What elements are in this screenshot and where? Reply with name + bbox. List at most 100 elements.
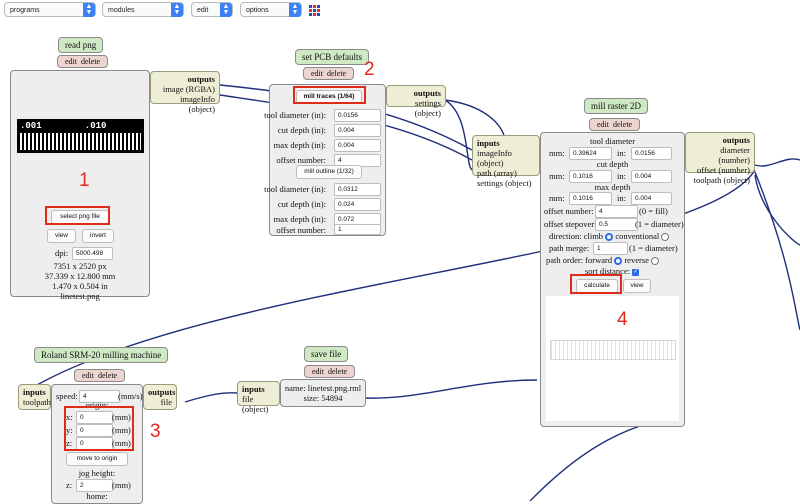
mm-label: mm: xyxy=(549,148,565,158)
pcb-defaults-panel: mill traces (1/64) tool diameter (in): 0… xyxy=(264,84,386,236)
edit-link[interactable]: edit xyxy=(312,367,324,376)
mill-raster-title[interactable]: mill raster 2D xyxy=(584,98,648,114)
output-settings[interactable]: settings (object) xyxy=(414,98,441,118)
sort-distance-checkbox[interactable]: ✓ xyxy=(632,268,640,276)
outline-max-depth-label: max depth (in): xyxy=(273,214,326,224)
outline-cut-depth-label: cut depth (in): xyxy=(277,199,326,209)
view-button[interactable]: view xyxy=(47,229,76,243)
wire-diameter-out xyxy=(754,174,800,246)
path-merge-input[interactable]: 1 xyxy=(593,242,628,255)
delete-link[interactable]: delete xyxy=(613,120,633,129)
move-to-origin-button[interactable]: move to origin xyxy=(66,452,128,466)
roland-title[interactable]: Roland SRM-20 milling machine xyxy=(34,347,169,363)
traces-max-depth-input[interactable]: 0.004 xyxy=(334,139,381,152)
outline-offset-number-input[interactable]: 1 xyxy=(334,224,381,235)
chevron-updown-icon: ▲▼ xyxy=(289,3,301,17)
tool-diameter-in-input[interactable]: 0.0156 xyxy=(631,147,672,160)
programs-select[interactable]: programs ▲▼ xyxy=(4,2,96,17)
mill-outline-button[interactable]: mill outline (1/32) xyxy=(296,165,362,179)
output-diameter[interactable]: diameter (number) xyxy=(718,145,750,165)
climb-radio[interactable] xyxy=(605,233,614,242)
origin-y-input[interactable]: 0 xyxy=(76,424,113,437)
direction-label: direction: climb xyxy=(549,231,604,241)
offset-stepover-note: (1 = diameter) xyxy=(635,219,684,229)
outputs-header: outputs xyxy=(722,135,750,145)
tool-diameter-mm-input[interactable]: 0.39624 xyxy=(569,147,612,160)
read-png-edit-delete[interactable]: edit delete xyxy=(57,55,109,68)
speed-input[interactable]: 4 xyxy=(79,390,120,403)
forward-radio[interactable] xyxy=(614,257,623,266)
wire-settings-to-raster xyxy=(444,99,473,171)
max-depth-mm-input[interactable]: 0.1016 xyxy=(569,192,612,205)
output-image[interactable]: image (RGBA) xyxy=(162,84,215,94)
read-png-title[interactable]: read png xyxy=(58,37,104,53)
traces-cut-depth-input[interactable]: 0.004 xyxy=(334,124,381,137)
jog-height-input[interactable]: 2 xyxy=(76,479,113,492)
cut-depth-mm-input[interactable]: 0.1016 xyxy=(569,170,612,183)
output-toolpath[interactable]: toolpath (object) xyxy=(693,175,750,185)
modules-select[interactable]: modules ▲▼ xyxy=(102,2,184,17)
edit-link[interactable]: edit xyxy=(597,120,609,129)
output-file[interactable]: file xyxy=(160,397,172,407)
programs-select-label: programs xyxy=(10,7,40,14)
save-file-edit-delete[interactable]: edit delete xyxy=(304,365,356,378)
input-file[interactable]: file (object) xyxy=(242,394,269,414)
mill-raster-edit-delete[interactable]: edit delete xyxy=(589,118,641,131)
grid-menu-icon[interactable] xyxy=(309,5,320,16)
options-select[interactable]: options ▲▼ xyxy=(240,2,302,17)
input-settings[interactable]: settings (object) xyxy=(477,178,532,188)
input-path[interactable]: path (array) xyxy=(477,168,517,178)
outline-cut-depth-input[interactable]: 0.024 xyxy=(334,198,381,211)
save-file-name: name: linetest.png.rml xyxy=(284,383,362,393)
origin-x-input[interactable]: 0 xyxy=(76,411,113,424)
origin-label: origin: xyxy=(85,400,109,410)
delete-link[interactable]: delete xyxy=(327,69,347,78)
roland-outputs: outputs file xyxy=(143,384,177,410)
input-toolpath[interactable]: toolpath xyxy=(23,397,51,407)
delete-link[interactable]: delete xyxy=(81,57,101,66)
png-filename: linetest.png xyxy=(60,291,100,301)
jog-height-label: jog height: xyxy=(78,468,116,478)
in-label: in: xyxy=(617,171,626,181)
edit-select[interactable]: edit ▲▼ xyxy=(191,2,233,17)
mill-raster-outputs: outputs diameter (number) offset (number… xyxy=(685,132,755,185)
png-size-in: 1.470 x 0.504 in xyxy=(52,281,108,291)
conventional-radio[interactable] xyxy=(661,233,670,242)
edit-link[interactable]: edit xyxy=(311,69,323,78)
offset-stepover-input[interactable]: 0.5 xyxy=(595,218,638,231)
cut-depth-in-input[interactable]: 0.004 xyxy=(631,170,672,183)
edit-select-label: edit xyxy=(197,7,209,14)
output-imageinfo[interactable]: imageInfo (object) xyxy=(180,94,215,114)
highlight-mill-traces xyxy=(293,86,366,104)
png-size-mm: 37.339 x 12.800 mm xyxy=(44,271,116,281)
pcb-edit-delete[interactable]: edit delete xyxy=(303,67,355,80)
traces-tool-diameter-input[interactable]: 0.0156 xyxy=(334,109,381,122)
roland-edit-delete[interactable]: edit delete xyxy=(74,369,126,382)
save-file-title[interactable]: save file xyxy=(304,346,349,362)
dpi-input[interactable]: 5000.498 xyxy=(72,247,113,260)
outline-tool-diameter-input[interactable]: 0.0312 xyxy=(334,183,381,196)
invert-button[interactable]: invert xyxy=(82,229,114,243)
mm-label: mm: xyxy=(549,193,565,203)
output-offset[interactable]: offset (number) xyxy=(697,165,750,175)
conventional-label: conventional xyxy=(615,231,660,241)
reverse-radio[interactable] xyxy=(651,257,660,266)
pcb-defaults-title[interactable]: set PCB defaults xyxy=(295,49,369,65)
outputs-header: outputs xyxy=(413,88,441,98)
delete-link[interactable]: delete xyxy=(98,371,118,380)
offset-number-input[interactable]: 4 xyxy=(595,205,638,218)
max-depth-in-input[interactable]: 0.004 xyxy=(631,192,672,205)
jog-z-label: z: xyxy=(66,480,73,490)
view-button[interactable]: view xyxy=(623,279,651,293)
cut-depth-label: cut depth xyxy=(596,159,629,169)
highlight-calculate xyxy=(570,274,622,294)
pcb-outputs: outputs settings (object) xyxy=(386,85,446,118)
mill-raster-panel: tool diameter mm: 0.39624 in: 0.0156 cut… xyxy=(540,132,685,427)
png-preview-lines xyxy=(20,133,141,150)
input-imageinfo[interactable]: imageInfo (object) xyxy=(477,148,512,168)
edit-link[interactable]: edit xyxy=(82,371,94,380)
edit-link[interactable]: edit xyxy=(65,57,77,66)
chevron-updown-icon: ▲▼ xyxy=(171,3,183,17)
roland-inputs: inputs toolpath xyxy=(18,384,51,410)
delete-link[interactable]: delete xyxy=(328,367,348,376)
